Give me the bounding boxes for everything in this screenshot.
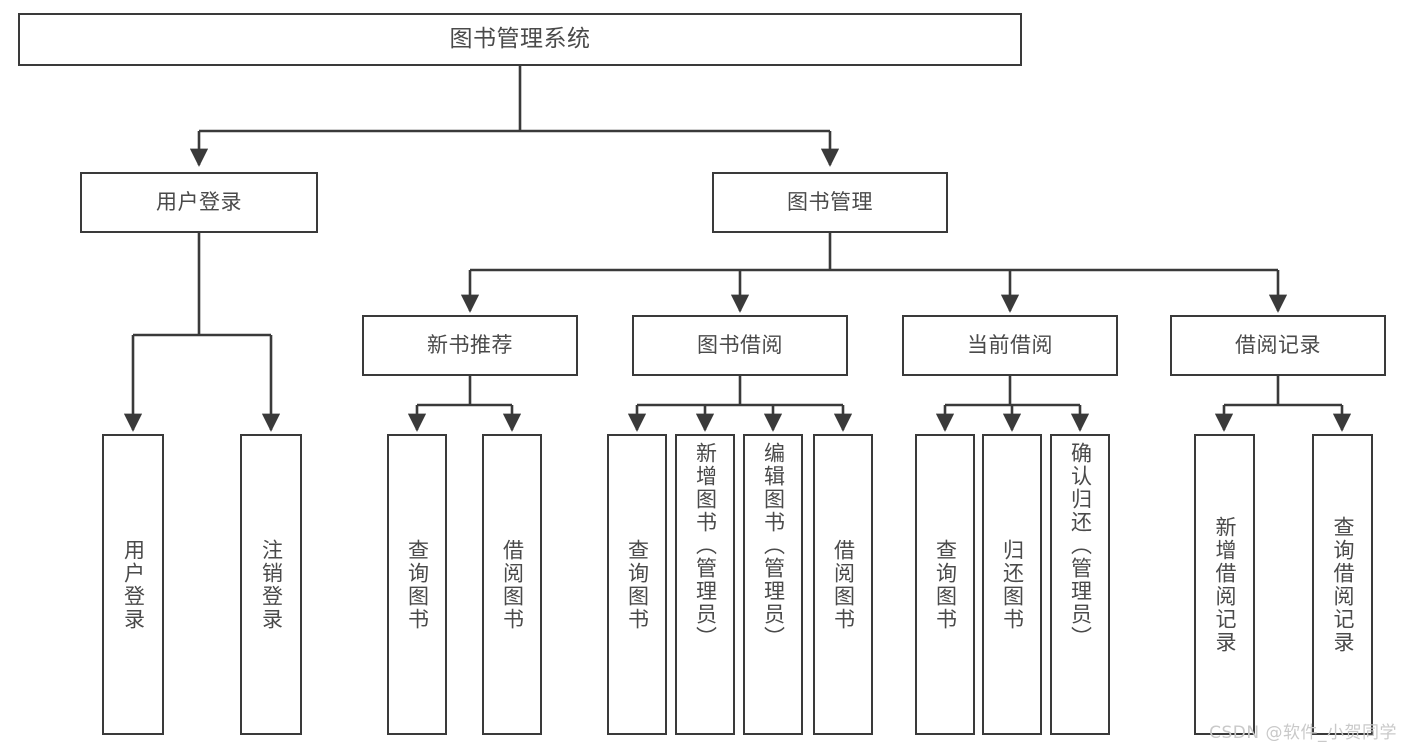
node-label: 查询图书	[933, 538, 958, 631]
node-label: 新书推荐	[427, 333, 513, 358]
node-leaf-confirm-return-admin[interactable]: 确认归还（管理员）	[1050, 434, 1110, 735]
node-label: 图书管理	[787, 190, 873, 215]
node-borrow-record[interactable]: 借阅记录	[1170, 315, 1386, 376]
node-book-management[interactable]: 图书管理	[712, 172, 948, 233]
node-label: 确认归还（管理员）	[1068, 442, 1093, 649]
node-leaf-user-login[interactable]: 用户登录	[102, 434, 164, 735]
node-label: 注销登录	[259, 538, 284, 631]
node-leaf-add-book-admin[interactable]: 新增图书（管理员）	[675, 434, 735, 735]
node-leaf-query-book-borrow[interactable]: 查询图书	[607, 434, 667, 735]
watermark-text: CSDN @软件_小贺同学	[1209, 723, 1397, 743]
node-leaf-query-borrow-record[interactable]: 查询借阅记录	[1312, 434, 1373, 735]
node-label: 用户登录	[121, 538, 146, 631]
node-leaf-borrow-book[interactable]: 借阅图书	[813, 434, 873, 735]
node-label: 图书借阅	[697, 333, 783, 358]
node-new-book-recommend[interactable]: 新书推荐	[362, 315, 578, 376]
node-label: 新增图书（管理员）	[693, 442, 718, 649]
node-leaf-query-book-current[interactable]: 查询图书	[915, 434, 975, 735]
node-label: 借阅记录	[1235, 333, 1321, 358]
node-label: 借阅图书	[500, 538, 525, 631]
node-label: 查询借阅记录	[1331, 515, 1355, 654]
node-label: 查询图书	[625, 538, 650, 631]
node-leaf-borrow-book-recommend[interactable]: 借阅图书	[482, 434, 542, 735]
node-label: 查询图书	[405, 538, 430, 631]
node-label: 借阅图书	[831, 538, 856, 631]
node-label: 用户登录	[156, 190, 242, 215]
node-label: 图书管理系统	[449, 26, 591, 53]
node-user-login[interactable]: 用户登录	[80, 172, 318, 233]
node-book-borrow[interactable]: 图书借阅	[632, 315, 848, 376]
node-leaf-return-book[interactable]: 归还图书	[982, 434, 1042, 735]
node-label: 当前借阅	[967, 333, 1053, 358]
node-leaf-add-borrow-record[interactable]: 新增借阅记录	[1194, 434, 1255, 735]
node-leaf-edit-book-admin[interactable]: 编辑图书（管理员）	[743, 434, 803, 735]
node-current-borrow[interactable]: 当前借阅	[902, 315, 1118, 376]
node-label: 新增借阅记录	[1213, 515, 1237, 654]
node-label: 编辑图书（管理员）	[761, 442, 786, 649]
node-leaf-query-book-recommend[interactable]: 查询图书	[387, 434, 447, 735]
node-label: 归还图书	[1000, 538, 1025, 631]
node-leaf-logout[interactable]: 注销登录	[240, 434, 302, 735]
node-root-book-management-system[interactable]: 图书管理系统	[18, 13, 1022, 66]
